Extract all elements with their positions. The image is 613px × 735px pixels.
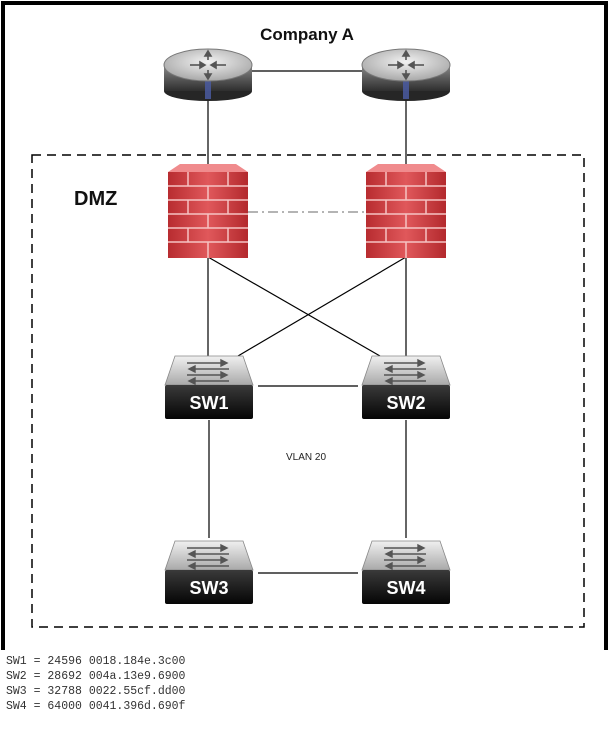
switch-label: SW4 xyxy=(386,578,425,598)
switch-sw2: SW2 xyxy=(361,355,451,419)
dmz-label: DMZ xyxy=(74,188,117,210)
bridge-priority-sw4: SW4 = 64000 0041.396d.690f xyxy=(6,700,186,713)
vlan-label: VLAN 20 xyxy=(286,452,326,463)
switch-sw4: SW4 xyxy=(361,540,451,604)
switch-label: SW2 xyxy=(386,393,425,413)
router-left xyxy=(163,48,253,101)
switch-label: SW1 xyxy=(189,393,228,413)
router-icon xyxy=(163,48,253,82)
bridge-priority-sw2: SW2 = 28692 004a.13e9.6900 xyxy=(6,670,186,683)
firewall-left xyxy=(168,164,248,258)
switch-label: SW3 xyxy=(189,578,228,598)
diagram-title: Company A xyxy=(260,25,354,44)
router-icon xyxy=(361,48,451,82)
firewall-right xyxy=(366,164,446,258)
bridge-priority-list: SW1 = 24596 0018.184e.3c00 SW2 = 28692 0… xyxy=(6,654,185,714)
switch-sw3: SW3 xyxy=(164,540,254,604)
dmz-zone-boundary xyxy=(31,154,585,628)
switch-sw1: SW1 xyxy=(164,355,254,419)
link-firewall-right-sw1 xyxy=(237,256,407,357)
bridge-priority-sw1: SW1 = 24596 0018.184e.3c00 xyxy=(6,655,186,668)
links xyxy=(207,70,407,574)
network-diagram: Company A DMZ VLAN 20 xyxy=(1,1,608,650)
link-firewall-left-sw2 xyxy=(207,256,381,357)
outer-frame xyxy=(1,1,608,650)
router-right xyxy=(361,48,451,101)
bridge-priority-sw3: SW3 = 32788 0022.55cf.dd00 xyxy=(6,685,186,698)
